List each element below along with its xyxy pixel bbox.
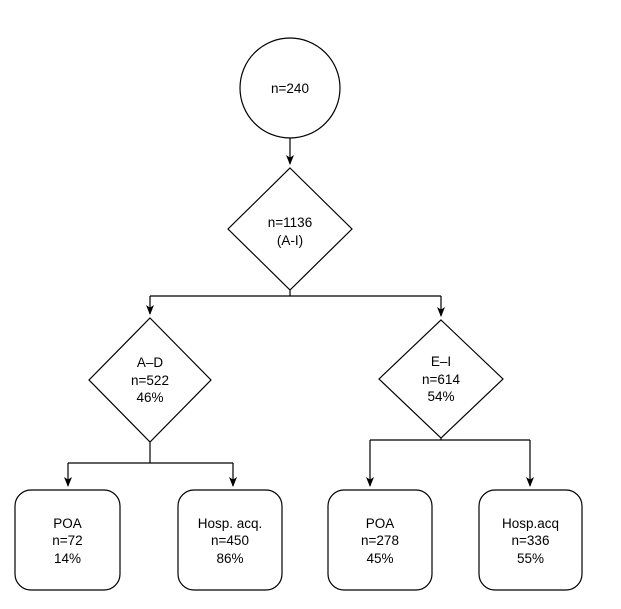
node-text-line: POA xyxy=(366,516,395,531)
hosp-right-box-shape xyxy=(478,489,583,591)
node-text-line: n=1136 xyxy=(268,215,312,230)
node-text-line: n=240 xyxy=(271,81,309,96)
node-text-line: n=450 xyxy=(211,533,249,548)
node-text-line: POA xyxy=(53,516,82,531)
node-text-line: 46% xyxy=(136,390,163,405)
hosp-left-box-shape xyxy=(177,489,283,591)
root-circle-shape xyxy=(239,37,341,139)
node-text-line: 54% xyxy=(427,389,454,404)
edge-group-ei-branch-rail xyxy=(370,438,530,441)
node-group-ad-diamond: A–D n=522 46% xyxy=(88,317,212,443)
node-text-line: 55% xyxy=(517,551,544,566)
node-text-line: E–I xyxy=(431,354,451,369)
node-root-circle: n=240 xyxy=(239,37,341,139)
node-text-line: 14% xyxy=(54,551,81,566)
node-group-ei-diamond: E–I n=614 54% xyxy=(378,319,504,439)
edge-group-ad-branch-rail xyxy=(68,442,233,464)
node-poa-right-box: POA n=278 45% xyxy=(327,489,433,591)
node-text-line: n=614 xyxy=(422,372,460,387)
node-hosp-left-box: Hosp. acq. n=450 86% xyxy=(177,489,283,591)
group-ei-diamond-shape xyxy=(378,319,504,439)
node-text-line: (A-I) xyxy=(277,233,303,248)
poa-right-box-shape xyxy=(327,489,433,591)
node-hosp-right-box: Hosp.acq n=336 55% xyxy=(478,489,583,591)
node-text-line: n=522 xyxy=(131,373,169,388)
group-ad-diamond-shape xyxy=(88,317,212,443)
node-text-line: A–D xyxy=(137,355,164,370)
poa-left-box-shape xyxy=(14,489,121,591)
node-text-line: Hosp.acq xyxy=(502,516,559,531)
node-text-line: n=278 xyxy=(361,533,399,548)
node-text-line: n=336 xyxy=(512,533,550,548)
total-diamond-shape xyxy=(227,167,353,291)
edges xyxy=(64,138,534,487)
edge-total-branch-rail xyxy=(150,290,441,297)
node-text-line: 86% xyxy=(216,551,243,566)
node-total-diamond: n=1136 (A-I) xyxy=(227,167,353,291)
node-text-line: 45% xyxy=(366,551,393,566)
node-poa-left-box: POA n=72 14% xyxy=(14,489,121,591)
node-text-line: Hosp. acq. xyxy=(198,516,263,531)
node-text-line: n=72 xyxy=(52,533,82,548)
